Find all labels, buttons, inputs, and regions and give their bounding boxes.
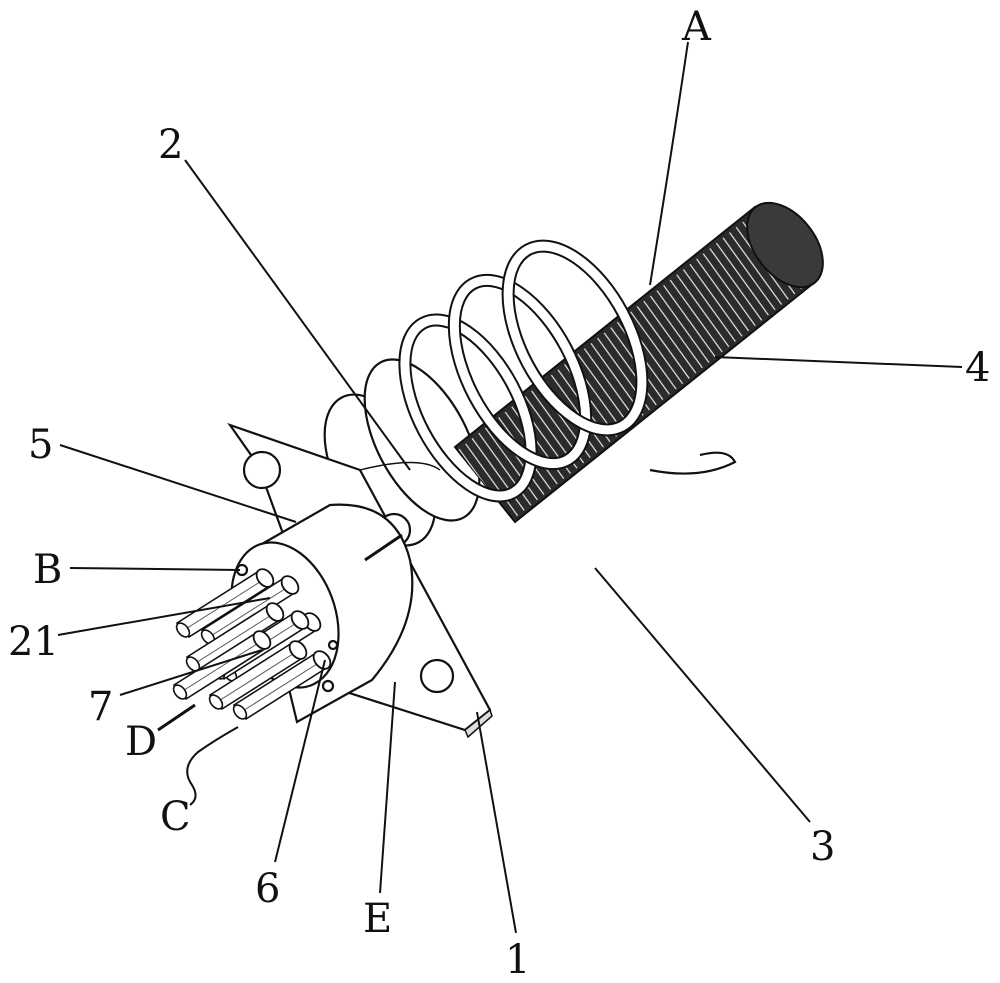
pin-collar [252, 630, 272, 650]
pin-tip [172, 684, 188, 700]
pin-bundle [172, 568, 332, 721]
label-C: C [160, 794, 191, 840]
label-4: 4 [965, 345, 990, 391]
pin-stripe [177, 641, 261, 695]
threaded-rod [453, 201, 824, 524]
label-6: 6 [255, 866, 280, 912]
pin-stripe [213, 651, 297, 705]
leader-lines [57, 41, 963, 934]
pin-tip [232, 704, 248, 720]
label-A: A [681, 4, 712, 50]
label-2: 2 [158, 122, 183, 168]
pin-collar [265, 602, 285, 622]
connector-pins [172, 563, 339, 721]
pin-stripe [205, 586, 289, 640]
label-D: D [125, 719, 157, 765]
pin-stripe [190, 613, 274, 667]
label-21: 21 [8, 619, 59, 665]
label-1: 1 [505, 937, 530, 983]
pin-tip [175, 622, 191, 638]
label-3: 3 [810, 824, 835, 870]
label-E: E [363, 896, 392, 942]
label-7: 7 [88, 684, 113, 730]
pin-collar [312, 650, 332, 670]
pin-tip [208, 694, 224, 710]
spring-front-coils [398, 239, 737, 503]
label-B: B [33, 547, 62, 593]
pin-collar [290, 610, 310, 630]
callout-labels: A 2 4 5 B 21 7 D C 6 E 1 3 [8, 4, 990, 983]
pin-stripe [237, 661, 321, 715]
label-5: 5 [28, 422, 53, 468]
pin-collar [280, 575, 300, 595]
pin-collar [288, 640, 308, 660]
